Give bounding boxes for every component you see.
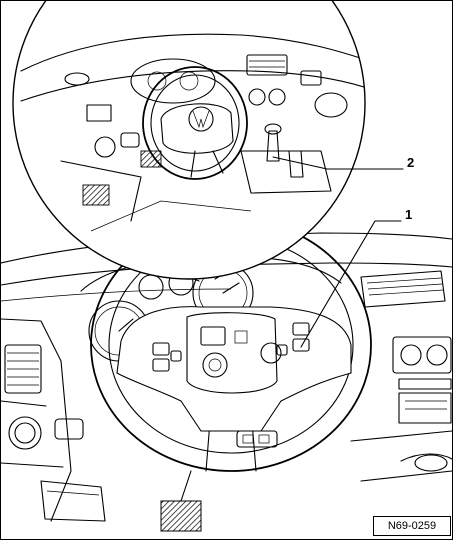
gear-knob-main: [414, 454, 448, 472]
left-air-vent: [4, 344, 42, 394]
dashboard-main-view: [1, 218, 452, 532]
inset-steering-wheel: [142, 66, 248, 180]
callout-1: 1: [405, 207, 413, 222]
callout-2-leader: [272, 156, 404, 170]
inset-detail-view: [12, 1, 366, 280]
steering-wheel: [90, 218, 372, 472]
climate-controls: [392, 336, 452, 424]
multifunction-button-left: [152, 342, 182, 372]
light-switch: [8, 416, 84, 450]
small-gauge-left: [138, 274, 164, 300]
multifunction-button-right: [276, 322, 310, 356]
gear-selector: [264, 123, 304, 178]
center-air-vent: [360, 270, 446, 308]
inset-air-vent-left: [64, 72, 90, 86]
callout-1-leader: [300, 220, 402, 348]
figure-id-label: N69-0259: [373, 516, 451, 536]
vw-logo: [188, 106, 214, 132]
inset-center-vent: [246, 54, 288, 76]
callout-2: 2: [407, 155, 415, 170]
ignition-key: [260, 342, 282, 364]
